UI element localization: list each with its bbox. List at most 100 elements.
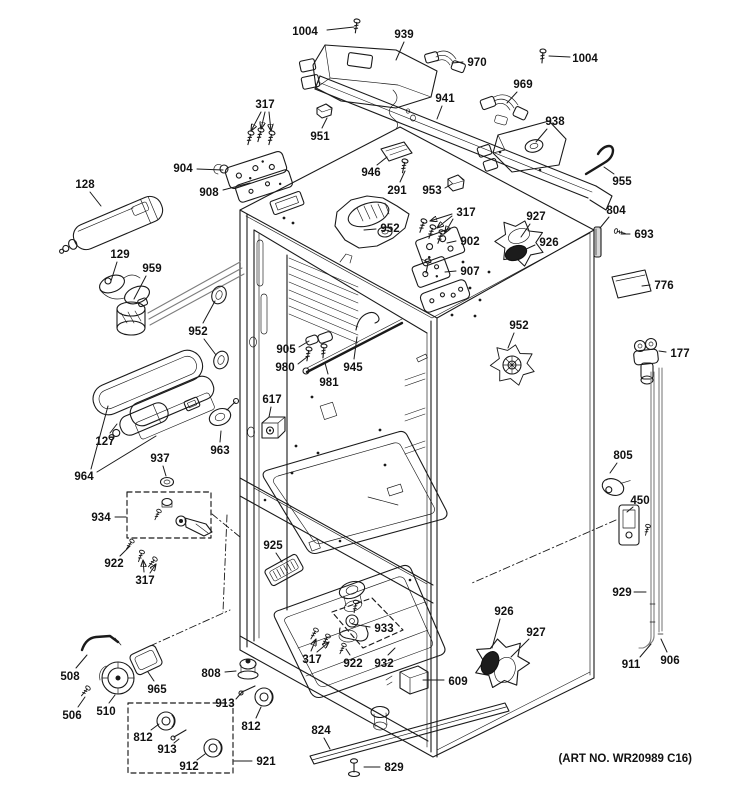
cover-939 (298, 44, 438, 130)
callout-981: 981 (319, 362, 339, 389)
screw-693 (613, 227, 627, 237)
callout-933: 933 (351, 623, 394, 635)
filter-127 (108, 402, 169, 441)
svg-text:829: 829 (384, 762, 403, 774)
svg-text:913: 913 (215, 698, 234, 710)
foot-829 (347, 758, 361, 778)
svg-text:824: 824 (311, 725, 331, 737)
part-933 (338, 599, 369, 643)
screw-317-left-1 (135, 549, 146, 563)
callout-829: 829 (363, 762, 404, 774)
svg-text:808: 808 (201, 668, 221, 680)
screw-317-bottom-1 (308, 626, 320, 641)
svg-text:955: 955 (612, 176, 632, 188)
callout-508: 508 (60, 654, 88, 683)
svg-text:933: 933 (374, 623, 393, 635)
callout-912: 912 (179, 753, 206, 773)
callout-506: 506 (62, 696, 86, 722)
svg-text:953: 953 (422, 185, 441, 197)
callout-965: 965 (147, 671, 167, 696)
svg-text:617: 617 (262, 394, 281, 406)
star-927-bottom (470, 634, 533, 692)
svg-text:963: 963 (210, 445, 229, 457)
svg-text:970: 970 (467, 57, 486, 69)
centerline-left (222, 514, 228, 613)
svg-text:932: 932 (374, 658, 393, 670)
callout-921: 921 (233, 756, 276, 768)
svg-text:317: 317 (135, 575, 154, 587)
svg-text:127: 127 (95, 436, 114, 448)
plug-963 (208, 397, 240, 427)
screw-317-topleft-3 (265, 129, 276, 146)
svg-text:812: 812 (241, 721, 260, 733)
svg-text:946: 946 (361, 167, 380, 179)
screw-1004-left (351, 18, 361, 34)
grommet-926-top (504, 244, 528, 262)
corner-trim-804 (593, 226, 602, 258)
svg-text:1004: 1004 (292, 26, 318, 38)
callout-617: 617 (262, 394, 282, 418)
fan-510 (99, 661, 135, 695)
gasket-965 (129, 644, 163, 676)
callout-1004: 1004 (292, 26, 355, 38)
callout-177: 177 (658, 348, 690, 360)
top-face-details (269, 190, 491, 318)
callout-808: 808 (201, 668, 237, 680)
svg-text:952: 952 (188, 326, 207, 338)
dashed-box-921 (127, 702, 234, 774)
svg-text:980: 980 (275, 362, 294, 374)
callout-906: 906 (660, 638, 680, 667)
callout-926: 926 (523, 237, 559, 251)
callout-317: 317 (135, 560, 156, 587)
callout-907: 907 (444, 266, 480, 278)
screw-317-top-3 (434, 228, 447, 245)
callout-934: 934 (91, 512, 127, 524)
washer-937 (159, 476, 175, 488)
centerline-934 (211, 513, 241, 538)
roller-808 (237, 658, 259, 680)
svg-text:912: 912 (179, 761, 198, 773)
callout-952: 952 (188, 300, 217, 356)
callout-929: 929 (612, 587, 647, 599)
callout-693: 693 (620, 229, 654, 241)
callout-955: 955 (603, 166, 632, 188)
svg-text:922: 922 (343, 658, 362, 670)
svg-text:952: 952 (509, 320, 528, 332)
star-952-top (334, 195, 410, 249)
bracket-129 (99, 274, 150, 305)
callout-953: 953 (422, 183, 453, 197)
svg-text:981: 981 (319, 377, 339, 389)
clip-953 (447, 174, 465, 192)
housing-964 (92, 349, 215, 440)
plate-776 (611, 269, 652, 299)
svg-text:921: 921 (256, 756, 276, 768)
filter-128 (59, 195, 164, 254)
callout-952: 952 (363, 223, 400, 235)
evaporator-coils (288, 257, 359, 344)
callout-938: 938 (535, 116, 565, 143)
svg-text:938: 938 (545, 116, 565, 128)
svg-text:926: 926 (494, 606, 513, 618)
grommet-926-bottom (480, 651, 500, 675)
callout-913: 913 (157, 738, 180, 756)
callout-925: 925 (263, 540, 283, 563)
callout-941: 941 (435, 93, 455, 120)
clip-951 (316, 103, 333, 119)
clip-617 (261, 416, 286, 439)
art-number: (ART NO. WR20989 C16) (558, 753, 692, 765)
cabinet-outline (239, 126, 595, 758)
screw-922-bottom (337, 642, 348, 656)
centerline-965 (149, 609, 231, 647)
callout-904: 904 (173, 163, 224, 175)
callout-932: 932 (374, 647, 396, 670)
callout-952: 952 (507, 320, 529, 349)
bracket-450 (471, 504, 640, 584)
fresh-food-pan (262, 430, 448, 555)
svg-text:945: 945 (343, 362, 363, 374)
clip-805 (601, 478, 631, 496)
callout-510: 510 (96, 694, 116, 718)
svg-text:939: 939 (394, 29, 413, 41)
roller-812-right (254, 687, 274, 707)
